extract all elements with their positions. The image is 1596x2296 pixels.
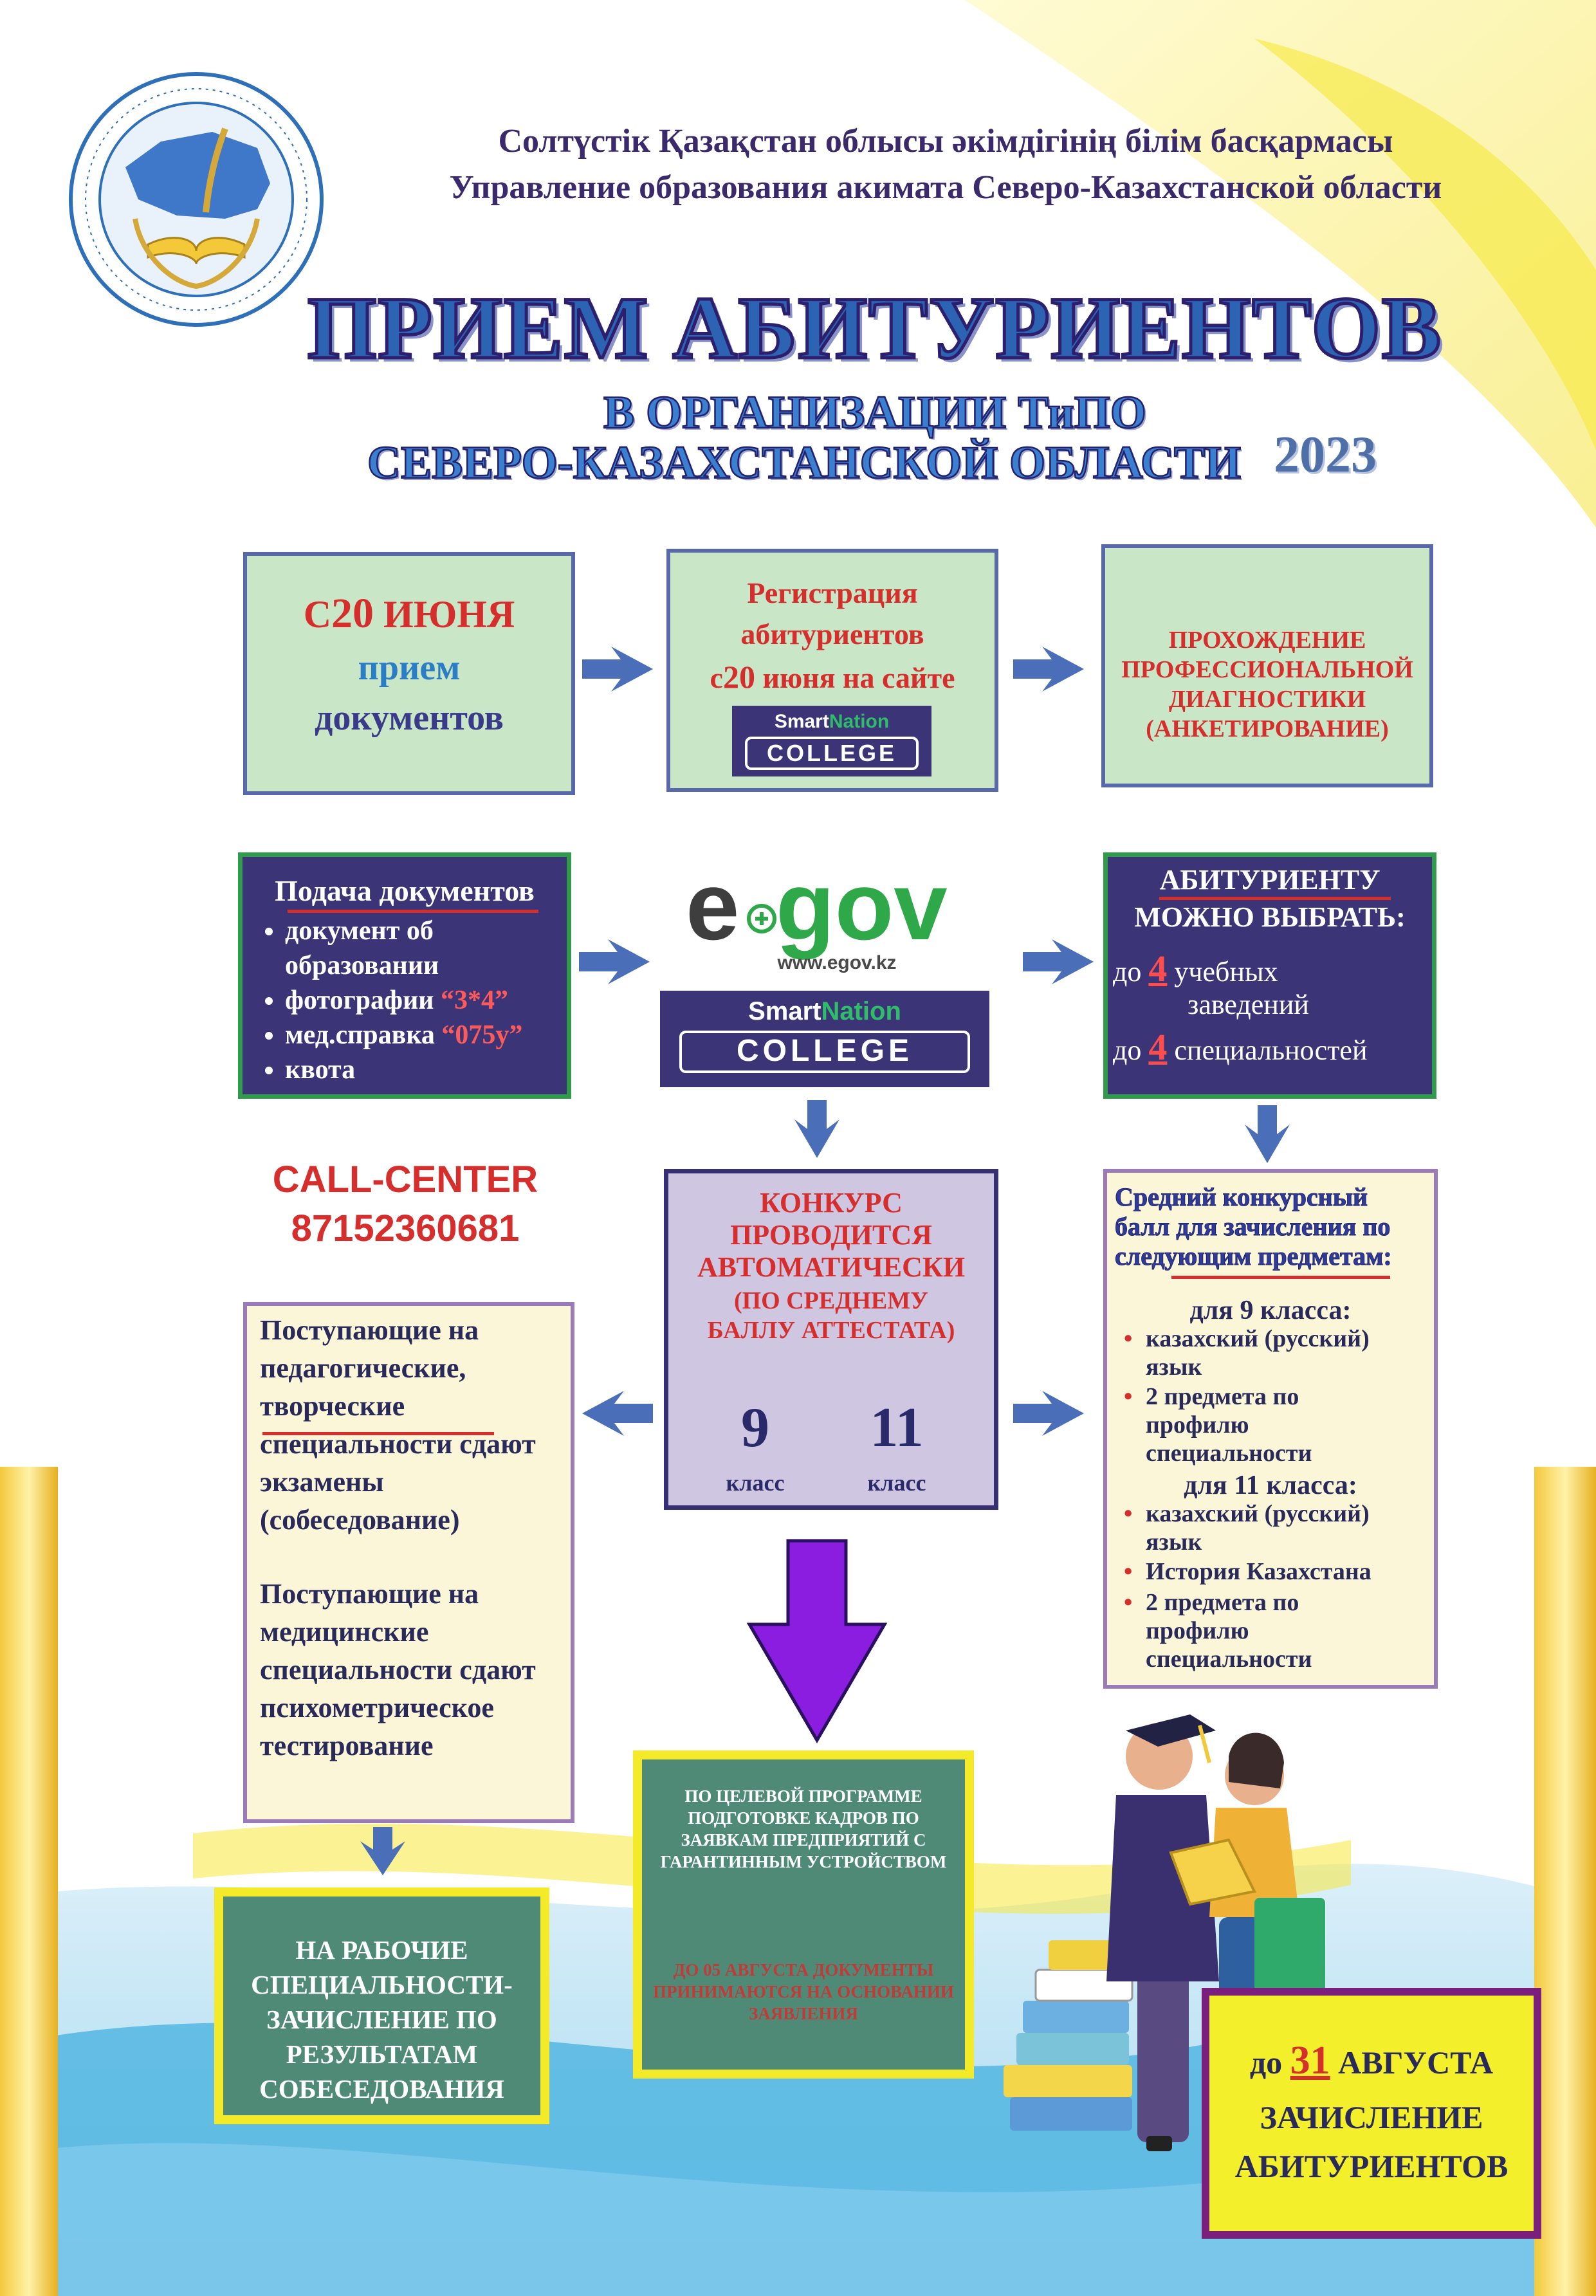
contest-line4: (ПО СРЕДНЕМУ: [733, 1287, 929, 1314]
avg-heading-1: Средний конкурсный: [1114, 1182, 1368, 1212]
avg-grade11-item: казахский (русский) язык: [1146, 1500, 1370, 1556]
avg-grade11-title: для 11 класса:: [1184, 1471, 1357, 1500]
smartnation-wordmark-large: SmartNation: [748, 997, 901, 1025]
target-program-text: ПО ЦЕЛЕВОЙ ПРОГРАММЕ ПОДГОТОВКЕ КАДРОВ П…: [660, 1786, 947, 1871]
bullet: •: [1124, 1325, 1133, 1352]
choice-title2: МОЖНО ВЫБРАТЬ:: [1134, 901, 1406, 933]
target-program-box: ПО ЦЕЛЕВОЙ ПРОГРАММЕ ПОДГОТОВКЕ КАДРОВ П…: [633, 1750, 974, 2079]
diag-line3: ДИАГНОСТИКИ: [1168, 686, 1366, 713]
smartnation-college-text-large: COLLEGE: [679, 1031, 970, 1073]
grade-9: 9: [741, 1397, 769, 1459]
egov-logo[interactable]: e gov: [686, 857, 988, 960]
reg-prefix: с: [710, 661, 723, 694]
smartnation-wordmark: SmartNation: [774, 711, 890, 732]
reg-line1: Регистрация: [747, 576, 918, 609]
header-kazakh: Солтүстік Қазақстан облысы әкімдігінің б…: [498, 123, 1393, 160]
reg-day: 20: [722, 659, 755, 695]
average-score-box: Средний конкурсный балл для зачисления п…: [1103, 1169, 1438, 1689]
contest-box: КОНКУРС ПРОВОДИТСЯ АВТОМАТИЧЕСКИ (ПО СРЕ…: [664, 1169, 998, 1510]
working-specialties-box: НА РАБОЧИЕ СПЕЦИАЛЬНОСТИ- ЗАЧИСЛЕНИЕ ПО …: [214, 1887, 549, 2124]
smartnation-college-logo-large[interactable]: SmartNation COLLEGE: [660, 991, 989, 1087]
contest-line2: ПРОВОДИТСЯ: [730, 1219, 932, 1251]
contest-line1: КОНКУРС: [760, 1187, 903, 1218]
diag-line1: ПРОХОЖДЕНИЕ: [1168, 627, 1366, 654]
exams-underline: [262, 1432, 494, 1435]
bullet: •: [1124, 1383, 1133, 1410]
avg-grade9-item: казахский (русский) язык: [1146, 1325, 1370, 1381]
start-date-line: С20 ИЮНЯ: [247, 589, 571, 638]
call-center-label: CALL-CENTER: [272, 1159, 538, 1200]
subtitle-region: СЕВЕРО-КАЗАХСТАНСКОЙ ОБЛАСТИ: [367, 436, 1242, 490]
documents-title: Подача документов: [275, 874, 535, 907]
enrollment-deadline-box: до 31 АВГУСТА ЗАЧИСЛЕНИЕ АБИТУРИЕНТОВ: [1202, 1988, 1541, 2239]
choice-title-underline: [1159, 897, 1391, 900]
deadline-line1: до 31 АВГУСТА: [1249, 2039, 1494, 2082]
documents-title-underline: [288, 910, 538, 913]
egov-plus-cross: [755, 912, 768, 925]
diag-line2: ПРОФЕССИОНАЛЬНОЙ: [1121, 656, 1413, 683]
choice-row1-cont: заведений: [1188, 989, 1309, 1020]
choice-row1: до 4 учебных: [1113, 948, 1278, 989]
egov-gov-letters: gov: [776, 857, 948, 960]
step-diagnostics: ПРОХОЖДЕНИЕ ПРОФЕССИОНАЛЬНОЙ ДИАГНОСТИКИ…: [1101, 544, 1433, 787]
bullet: •: [1124, 1558, 1133, 1585]
avg-heading-underline: [1171, 1276, 1390, 1279]
start-line3: документов: [315, 698, 504, 738]
avg-heading-3: следующим предметам:: [1115, 1242, 1393, 1271]
deadline-line3: АБИТУРИЕНТОВ: [1234, 2148, 1509, 2184]
year: 2023: [1274, 427, 1377, 483]
header-russian: Управление образования акимата Северо-Ка…: [449, 169, 1442, 206]
education-department-seal-icon: [69, 72, 324, 327]
avg-grade9-title: для 9 класса:: [1189, 1296, 1352, 1325]
grade-11-label: класс: [867, 1470, 926, 1496]
reg-line3: с20 июня на сайте: [670, 658, 995, 695]
contest-line5: БАЛЛУ АТТЕСТАТА): [707, 1317, 955, 1344]
avg-grade11-item: 2 предмета по профилю специальности: [1146, 1589, 1312, 1673]
documents-list: документ об образовании фотографии “3*4”…: [262, 914, 567, 1087]
start-line2: прием: [358, 648, 461, 688]
document-item: фотографии “3*4”: [285, 983, 567, 1018]
exams-creative: Поступающие на педагогические, творчески…: [260, 1314, 536, 1536]
choice-title1: АБИТУРИЕНТУ: [1159, 864, 1380, 895]
step-registration: Регистрация абитуриентов с20 июня на сай…: [666, 549, 998, 792]
avg-heading-2: балл для зачисления по: [1114, 1212, 1391, 1242]
grade-11: 11: [870, 1397, 924, 1459]
smartnation-college-text: COLLEGE: [745, 737, 919, 770]
document-item: квота: [285, 1052, 567, 1087]
document-item: мед.справка “075у”: [285, 1018, 567, 1052]
grade-9-label: класс: [726, 1470, 785, 1496]
avg-grade9-item: 2 предмета по профилю специальности: [1146, 1383, 1312, 1467]
working-specialties-text: НА РАБОЧИЕ СПЕЦИАЛЬНОСТИ- ЗАЧИСЛЕНИЕ ПО …: [251, 1935, 513, 2104]
reg-rest: июня на сайте: [755, 661, 955, 694]
bullet: •: [1124, 1589, 1133, 1616]
step-start-date: С20 ИЮНЯ прием документов: [243, 552, 575, 795]
documents-box: Подача документов документ об образовани…: [238, 852, 571, 1099]
contest-line3: АВТОМАТИЧЕСКИ: [697, 1251, 966, 1283]
bullet: •: [1124, 1500, 1133, 1527]
start-month: ИЮНЯ: [374, 593, 515, 636]
smartnation-college-logo[interactable]: SmartNation COLLEGE: [732, 706, 931, 776]
deadline-line2: ЗАЧИСЛЕНИЕ: [1260, 2099, 1483, 2135]
egov-e-letter: e: [686, 857, 739, 960]
exams-medical: Поступающие на медицинские специальности…: [260, 1578, 536, 1761]
document-item: документ об образовании: [285, 914, 567, 983]
call-center-phone[interactable]: 87152360681: [291, 1208, 520, 1249]
egov-url[interactable]: www.egov.kz: [777, 952, 897, 973]
diag-line4: (АНКЕТИРОВАНИЕ): [1146, 715, 1389, 742]
start-prefix: С: [303, 593, 332, 636]
choice-row2: до 4 специальностей: [1113, 1026, 1368, 1068]
target-deadline-text: ДО 05 АВГУСТА ДОКУМЕНТЫ ПРИНИМАЮТСЯ НА О…: [653, 1960, 954, 2023]
main-title: ПРИЕМ АБИТУРИЕНТОВ: [306, 277, 1443, 379]
subtitle-organizations: В ОРГАНИЗАЦИИ ТиПО: [603, 386, 1147, 439]
avg-grade11-item: История Казахстана: [1146, 1558, 1371, 1585]
choice-box: АБИТУРИЕНТУ МОЖНО ВЫБРАТЬ: до 4 учебных …: [1103, 852, 1436, 1099]
start-day: 20: [331, 590, 374, 637]
reg-line2: абитуриентов: [740, 618, 924, 650]
exams-box: Поступающие на педагогические, творчески…: [243, 1302, 574, 1823]
